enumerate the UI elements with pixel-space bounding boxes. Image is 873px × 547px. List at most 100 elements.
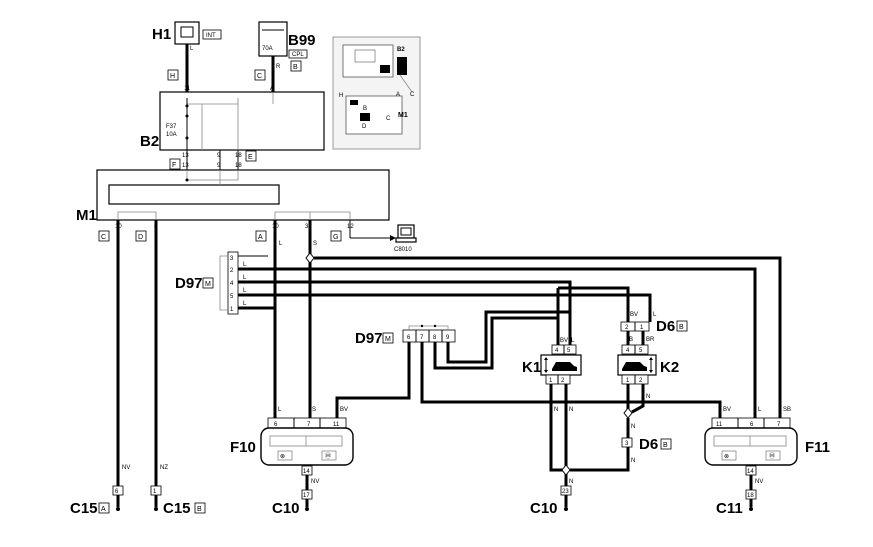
- ground-icon-c11: [749, 507, 753, 511]
- inset-b: B: [363, 106, 367, 112]
- inset-m1: M1: [398, 112, 408, 119]
- m1-label: M1: [76, 207, 97, 224]
- wire-b99: R: [276, 64, 281, 70]
- pin-m1-18: 18: [235, 163, 242, 169]
- pin-d6-3: 3: [625, 441, 629, 447]
- wire-n-k1a: N: [554, 407, 558, 413]
- pin-c10b: 23: [562, 489, 569, 495]
- wire-nv-f11: NV: [755, 479, 763, 485]
- pin-d6-1: 1: [640, 325, 644, 331]
- pin-d97-5: 5: [230, 294, 234, 300]
- ground-icon-c15b: [154, 507, 158, 511]
- d97-label-b: D97: [355, 330, 383, 347]
- pin-f10-6: 6: [274, 422, 278, 428]
- wire-l-f11: L: [758, 407, 762, 413]
- svg-text:⊗: ⊗: [724, 454, 729, 460]
- inset-c2: C: [386, 116, 391, 122]
- pin-f10-11: 11: [333, 422, 340, 428]
- pin-d97-4: 4: [230, 281, 234, 287]
- pin-d97-8: 8: [433, 335, 437, 341]
- pin-k1-1: 1: [549, 378, 553, 384]
- wire-l-m1: L: [279, 241, 283, 247]
- wire-nv-f10: NV: [311, 479, 319, 485]
- wire-l-k1: L: [571, 338, 575, 344]
- d97-label-a: D97: [175, 275, 203, 292]
- conn-h: H: [170, 73, 175, 80]
- d97-connector-side: 3 2 4 5 1 D97 M: [175, 251, 239, 315]
- d6-label-a: D6: [656, 318, 675, 335]
- wire-l-f10: L: [278, 407, 282, 413]
- c11-label: C11: [716, 500, 743, 517]
- pin-k2-4: 4: [626, 348, 630, 354]
- ground-icon-c10b: [564, 507, 568, 511]
- b99-fuse: 70A: [262, 46, 273, 52]
- wire-n-k2: N: [646, 394, 650, 400]
- svg-text:⊗: ⊗: [280, 454, 285, 460]
- conn-e: E: [248, 154, 253, 161]
- pin-b2-18: 18: [235, 153, 242, 159]
- pin-k1-5: 5: [567, 348, 571, 354]
- c15b-conn: B: [197, 506, 202, 513]
- b2-fuse-rating: 10A: [166, 132, 177, 138]
- pin-c10a: 17: [303, 493, 310, 499]
- k1-relay: 4 5 1 2 K1: [522, 344, 582, 385]
- pin-f10-7: 7: [307, 422, 311, 428]
- conn-c-top: C: [257, 73, 262, 80]
- h1-tag: INT: [206, 33, 216, 39]
- b2-fusebox: F37 10A B2 13 9 18 E F 13 9 18: [140, 91, 325, 170]
- wire-bv-f10: BV: [340, 407, 348, 413]
- pin-k1-4: 4: [555, 348, 559, 354]
- d97-conn-b: M: [385, 336, 391, 343]
- d97-connector-top: 6 7 8 9 D97 M: [355, 324, 456, 347]
- wire-nv-c15a: NV: [122, 465, 130, 471]
- inset-h: H: [339, 93, 343, 99]
- b99-conn: B: [293, 64, 298, 71]
- c15a-conn: A: [101, 506, 106, 513]
- diag-tool-label: C8010: [394, 247, 412, 253]
- pin-d6-2: 2: [625, 325, 629, 331]
- pin-d97-3: 3: [230, 256, 234, 262]
- conn-a: A: [258, 234, 263, 241]
- pin-k1-2: 2: [561, 378, 565, 384]
- inset-d: D: [362, 124, 367, 130]
- wire-s-f10: S: [312, 407, 316, 413]
- pin-d97-2: 2: [230, 268, 234, 274]
- f11-label: F11: [805, 439, 830, 456]
- b99-tag: CPL: [292, 52, 304, 58]
- wire-l-4: L: [243, 275, 247, 281]
- wire-n-k2b: N: [631, 424, 635, 430]
- pin-f11-11: 11: [716, 422, 723, 428]
- h1-label: H1: [152, 26, 171, 43]
- wire-l-2: L: [243, 262, 247, 268]
- pin-f10-14: 14: [303, 469, 310, 475]
- d6-conn-b: B: [663, 442, 668, 449]
- conn-f: F: [172, 162, 176, 169]
- pin-k2-5: 5: [639, 348, 643, 354]
- k2-relay: 4 5 1 2 K2: [617, 344, 679, 385]
- f10-motor: 6 7 11 L S ⊗ Ⓜ F10: [230, 407, 354, 466]
- wire-s-m1: S: [313, 241, 317, 247]
- c10b-label: C10: [530, 500, 558, 517]
- pin-m1-12: 12: [347, 224, 354, 230]
- m1-module: M1 10 8 10 35 12 C D A G: [76, 169, 390, 242]
- b2-fuse-id: F37: [166, 124, 177, 130]
- inset-a: A: [396, 92, 400, 98]
- conn-g: G: [333, 234, 338, 241]
- pin-b2-13: 13: [182, 153, 189, 159]
- f10-label: F10: [230, 439, 256, 456]
- wire-nz-c15b: NZ: [160, 465, 168, 471]
- d6-conn-a: B: [679, 324, 684, 331]
- pin-c11: 18: [747, 493, 754, 499]
- d97-conn-a: M: [205, 281, 211, 288]
- car-window-icon: [544, 357, 577, 373]
- wire-bv-k1: BV: [560, 338, 568, 344]
- wire-h1: L: [190, 46, 194, 52]
- wire-bv-d6: BV: [630, 312, 638, 318]
- wire-sb-f11: SB: [783, 407, 791, 413]
- c15b-label: C15: [163, 500, 191, 517]
- pin-d97-1: 1: [230, 307, 234, 313]
- pin-m1-9: 9: [217, 163, 221, 169]
- svg-text:Ⓜ: Ⓜ: [769, 452, 775, 460]
- h1-component: H1 INT: [152, 21, 222, 45]
- b2-label: B2: [140, 133, 159, 150]
